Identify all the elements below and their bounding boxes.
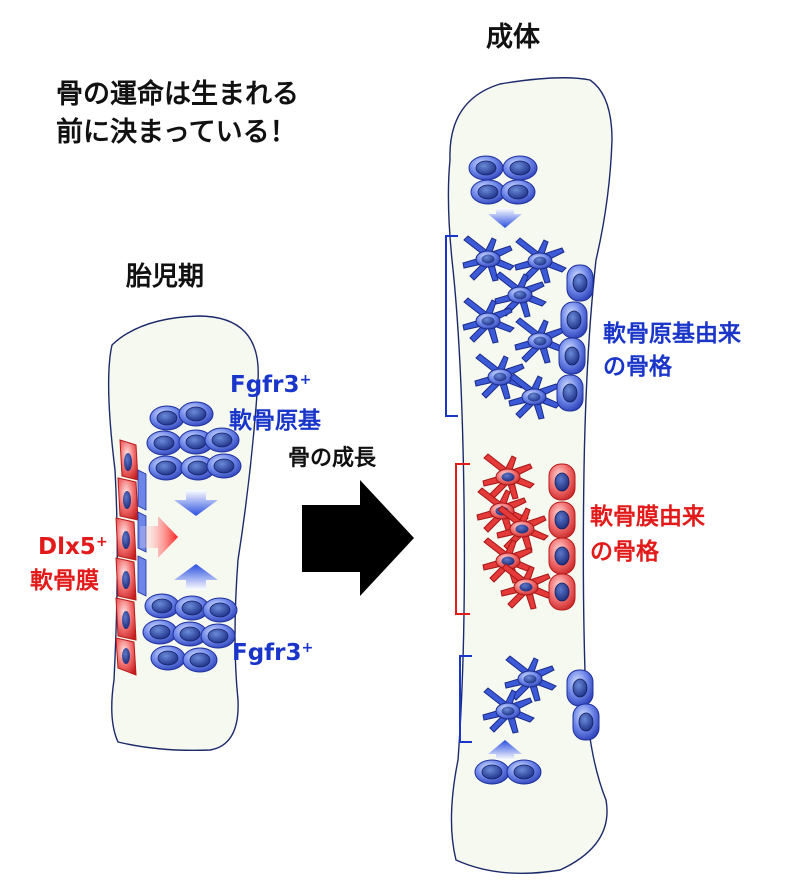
growth-arrow	[302, 480, 414, 596]
adult-arrow-up	[488, 740, 522, 760]
bracket-red	[455, 463, 470, 615]
headline-line2: 前に決まっている！	[56, 116, 297, 148]
headline: 骨の運命は生まれる 前に決まっている！	[56, 76, 299, 152]
red-skeleton-label-line1: 軟骨膜由来	[590, 504, 705, 530]
growth-label: 骨の成長	[288, 446, 377, 471]
blue-skeleton-label-line1: 軟骨原基由来	[603, 321, 741, 347]
blue-skeleton-label: 軟骨原基由来 の骨格	[603, 318, 741, 385]
red-skeleton-label: 軟骨膜由来 の骨格	[590, 500, 705, 569]
blue-skeleton-label-line2: の骨格	[603, 354, 672, 381]
bracket-lower-blue	[459, 655, 472, 743]
adult-arrow-down	[488, 208, 522, 228]
headline-line1: 骨の運命は生まれる	[56, 79, 299, 110]
blue-arrow-down	[174, 490, 218, 516]
fgfr3-top-label: Fgfr3+	[230, 372, 312, 398]
perichondrium-label: 軟骨膜	[30, 568, 99, 594]
dlx5-label: Dlx5+	[38, 534, 108, 560]
fgfr3-bottom-label: Fgfr3+	[232, 640, 314, 666]
red-arrow	[140, 516, 178, 558]
anlage-label: 軟骨原基	[229, 408, 321, 434]
bracket-upper-blue	[445, 235, 458, 417]
perichondrium-cells	[115, 439, 147, 676]
blue-arrow-up	[174, 564, 218, 590]
red-skeleton-label-line2: の骨格	[590, 538, 659, 565]
adult-title: 成体	[486, 22, 540, 53]
embryo-title: 胎児期	[126, 262, 205, 292]
